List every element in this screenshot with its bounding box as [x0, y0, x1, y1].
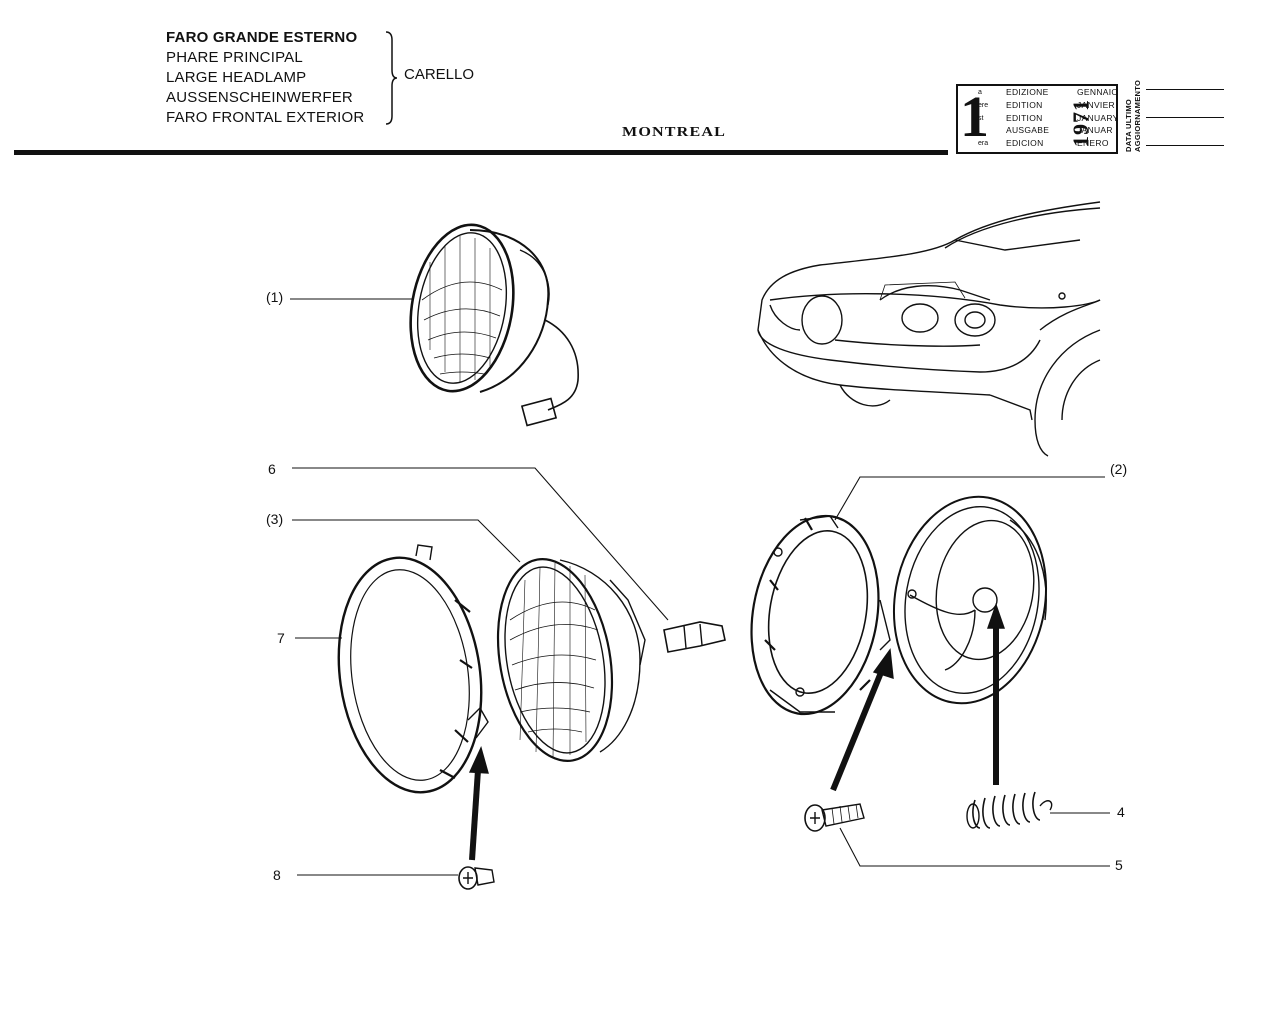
- callout-8: 8: [273, 867, 281, 883]
- title-spanish: FARO FRONTAL EXTERIOR: [166, 109, 365, 126]
- part-title-block: FARO GRANDE ESTERNO PHARE PRINCIPAL LARG…: [166, 28, 364, 128]
- edition-month-fr: JANVIER: [1077, 100, 1115, 110]
- callout-3: (3): [266, 511, 284, 527]
- callout-5: 5: [1115, 857, 1123, 873]
- title-french: PHARE PRINCIPAL: [166, 49, 303, 66]
- header-rule: [14, 150, 948, 155]
- trim-ring: [337, 544, 489, 794]
- edition-label-de: AUSGABE: [1006, 125, 1050, 135]
- edition-month-en: JANUARY: [1077, 113, 1119, 123]
- update-line-2: [1146, 117, 1224, 118]
- edition-label-es: EDICION: [1006, 138, 1044, 148]
- update-line-3: [1146, 145, 1224, 146]
- model-logo: MONTREAL: [622, 125, 727, 140]
- edition-label-it: EDIZIONE: [1006, 87, 1049, 97]
- title-english: LARGE HEADLAMP: [166, 69, 307, 86]
- edition-suffix-fr: ere: [978, 102, 989, 109]
- edition-suffix-es: era: [978, 140, 989, 147]
- edition-suffix-en: st: [978, 115, 984, 122]
- callout-2: (2): [1110, 461, 1128, 477]
- headlamp-assembly: [409, 223, 579, 427]
- edition-month-de: JANUAR: [1077, 125, 1113, 135]
- edition-month-it: GENNAIO: [1077, 87, 1119, 97]
- callout-1: (1): [266, 289, 284, 305]
- title-brace: [385, 31, 398, 125]
- callout-7: 7: [277, 630, 285, 646]
- adjusting-spring: [966, 791, 1053, 829]
- adjusting-screw: [804, 803, 865, 832]
- screw-small: [458, 866, 495, 890]
- edition-suffix-it: a: [978, 89, 982, 96]
- edition-month-es: ENERO: [1077, 138, 1109, 148]
- edition-number: 1: [960, 84, 989, 149]
- headlamp-housing: [892, 495, 1048, 705]
- car-front-illustration: [757, 201, 1101, 457]
- title-german: AUSSENSCHEINWERFER: [166, 89, 353, 106]
- manufacturer-name: CARELLO: [404, 66, 475, 83]
- mounting-ring: [750, 514, 891, 716]
- edition-suffix-de: .: [978, 127, 980, 134]
- assembly-arrows: [468, 602, 1005, 861]
- bulb-connector: [663, 621, 726, 653]
- leader-lines: [290, 298, 1110, 876]
- update-line-1: [1146, 89, 1224, 90]
- sealed-beam-unit: [496, 557, 646, 763]
- edition-label-fr: EDITION: [1006, 100, 1043, 110]
- edition-box: [956, 84, 1118, 154]
- callout-4: 4: [1117, 804, 1125, 820]
- callout-6: 6: [268, 461, 276, 477]
- edition-label-en: EDITION: [1006, 113, 1043, 123]
- title-italian: FARO GRANDE ESTERNO: [166, 29, 358, 46]
